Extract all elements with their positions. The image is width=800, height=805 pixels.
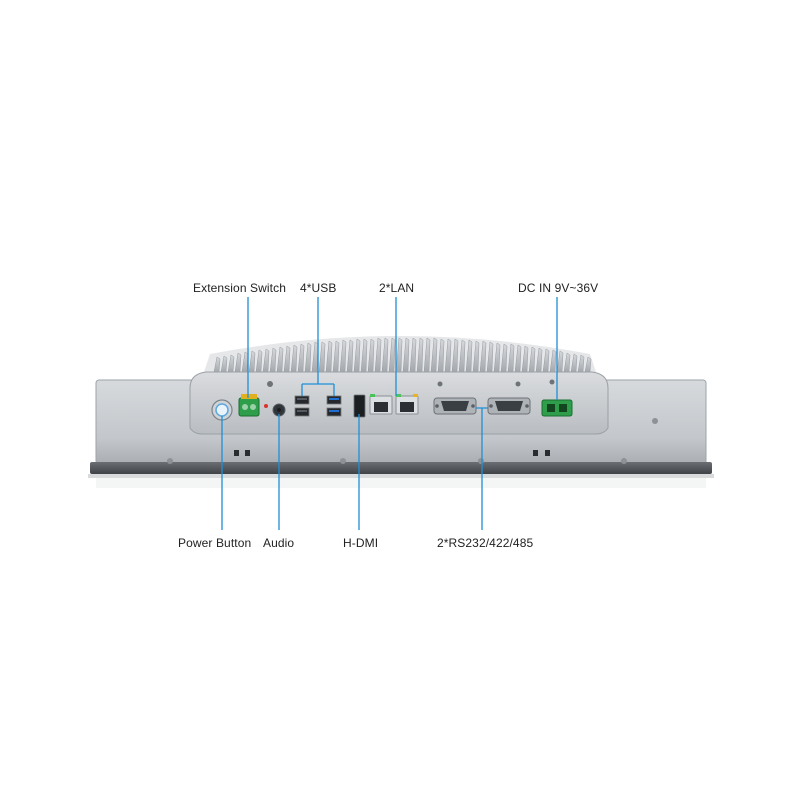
label-power-button: Power Button: [178, 536, 252, 550]
label-usb: 4*USB: [300, 281, 337, 295]
usb-leader: [301, 297, 335, 396]
extension-switch-terminal: [238, 394, 260, 417]
hdmi-port: [353, 394, 366, 418]
screw: [515, 381, 521, 387]
dc-in-terminal: [541, 399, 573, 417]
terminal-latch: [241, 394, 257, 399]
front-bezel: [90, 462, 712, 474]
label-extension-switch: Extension Switch: [193, 281, 286, 295]
bezel-reflection: [96, 478, 706, 488]
frame-vents: [234, 450, 550, 456]
serial-ports: [433, 397, 531, 415]
screw: [549, 379, 555, 385]
bezel-edge: [88, 474, 714, 478]
serial-leader: [476, 407, 488, 530]
label-lan: 2*LAN: [379, 281, 415, 295]
lan-ports: [369, 394, 419, 415]
screw: [267, 381, 273, 387]
usb-ports: [294, 395, 342, 417]
label-serial: 2*RS232/422/485: [437, 536, 534, 550]
label-dc-in: DC IN 9V~36V: [518, 281, 599, 295]
label-audio: Audio: [263, 536, 295, 550]
label-hdmi: H-DMI: [343, 536, 379, 550]
heatsink-top: [204, 336, 596, 372]
screw: [437, 381, 443, 387]
led-indicator: [264, 404, 268, 408]
heatsink-fins: [213, 337, 592, 373]
callout-lines: [221, 297, 558, 530]
